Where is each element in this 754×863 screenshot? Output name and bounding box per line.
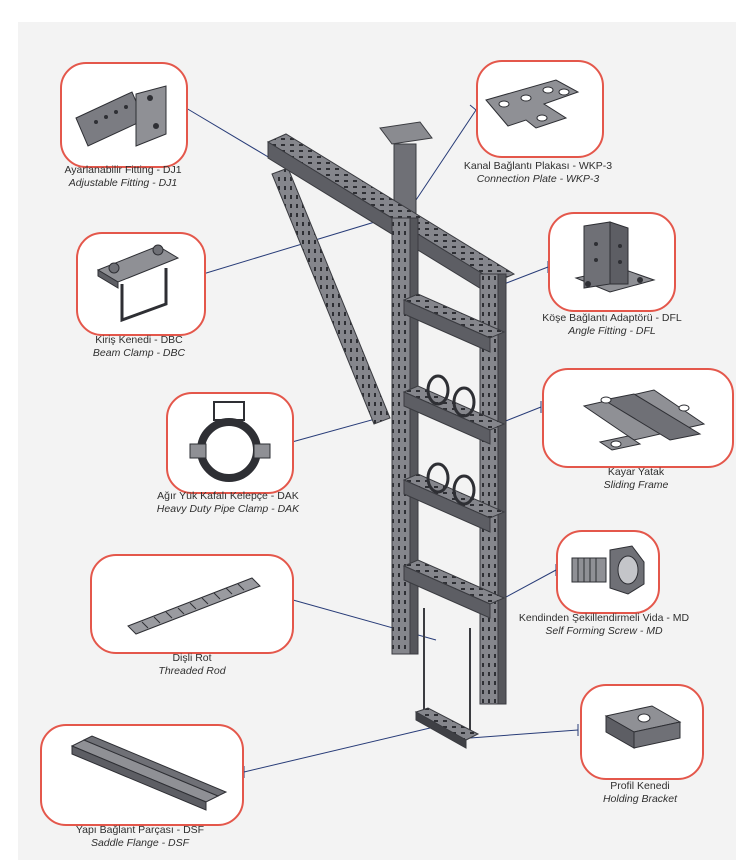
connection-plate-caption: Kanal Bağlantı Plakası - WKP-3 Connectio… (450, 160, 626, 186)
connection-plate-icon (485, 79, 580, 129)
sliding-frame-bubble (542, 368, 734, 468)
beam-clamp-caption: Kiriş Kenedi - DBC Beam Clamp - DBC (64, 334, 214, 360)
threaded-rod-label-en: Threaded Rod (158, 665, 226, 677)
pipe-clamp-label-en: Heavy Duty Pipe Clamp - DAK (156, 503, 300, 515)
holding-bracket-bubble (580, 684, 704, 780)
pipe-clamp-bubble (166, 392, 294, 494)
pipe-clamp-caption: Ağır Yük Kafalı Kelepçe - DAK Heavy Duty… (134, 490, 322, 516)
sliding-frame-label-tr: Kayar Yatak (607, 466, 665, 478)
angle-fitting-label-tr: Köşe Bağlantı Adaptörü - DFL (542, 312, 682, 324)
adjustable-fitting-label-en: Adjustable Fitting - DJ1 (68, 177, 178, 189)
threaded-rod-caption: Dişli Rot Threaded Rod (130, 652, 254, 678)
adjustable-fitting-bubble (60, 62, 188, 168)
sliding-frame-label-en: Sliding Frame (603, 479, 669, 491)
holding-bracket-caption: Profil Kenedi Holding Bracket (578, 780, 702, 806)
saddle-flange-icon (70, 735, 228, 811)
sliding-frame-caption: Kayar Yatak Sliding Frame (574, 466, 698, 492)
connection-plate-label-tr: Kanal Bağlantı Plakası - WKP-3 (463, 160, 613, 172)
holding-bracket-label-tr: Profil Kenedi (610, 780, 670, 792)
beam-clamp-label-en: Beam Clamp - DBC (92, 347, 186, 359)
screw-label-tr: Kendinden Şekillendirmeli Vida - MD (518, 612, 690, 624)
adjustable-fitting-icon (75, 85, 167, 147)
saddle-flange-bubble (40, 724, 244, 826)
beam-clamp-bubble (76, 232, 206, 336)
pipe-clamp-label-tr: Ağır Yük Kafalı Kelepçe - DAK (157, 490, 299, 502)
beam-clamp-icon (96, 244, 180, 323)
beam-clamp-label-tr: Kiriş Kenedi - DBC (95, 334, 183, 346)
diagram-canvas: Ayarlanabilir Fitting - DJ1 Adjustable F… (18, 22, 736, 860)
screw-bubble (556, 530, 660, 614)
angle-fitting-icon (574, 221, 656, 293)
adjustable-fitting-caption: Ayarlanabilir Fitting - DJ1 Adjustable F… (48, 164, 198, 190)
holding-bracket-icon (604, 705, 682, 749)
connection-plate-label-en: Connection Plate - WKP-3 (476, 173, 600, 185)
angle-fitting-label-en: Angle Fitting - DFL (568, 325, 656, 337)
support-assembly-illustration (185, 102, 579, 778)
threaded-rod-icon (127, 577, 261, 635)
angle-fitting-caption: Köşe Bağlantı Adaptörü - DFL Angle Fitti… (524, 312, 700, 338)
connection-plate-bubble (476, 60, 604, 158)
saddle-flange-label-tr: Yapı Bağlant Parçası - DSF (75, 824, 205, 836)
screw-caption: Kendinden Şekillendirmeli Vida - MD Self… (502, 612, 706, 638)
screw-icon (571, 545, 645, 595)
adjustable-fitting-label-tr: Ayarlanabilir Fitting - DJ1 (64, 164, 182, 176)
threaded-rod-label-tr: Dişli Rot (172, 652, 212, 664)
threaded-rod-bubble (90, 554, 294, 654)
angle-fitting-bubble (548, 212, 676, 312)
pipe-clamp-icon (189, 401, 271, 482)
screw-label-en: Self Forming Screw - MD (545, 625, 663, 637)
saddle-flange-caption: Yapı Bağlant Parçası - DSF Saddle Flange… (60, 824, 220, 850)
saddle-flange-label-en: Saddle Flange - DSF (90, 837, 190, 849)
holding-bracket-label-en: Holding Bracket (602, 793, 678, 805)
sliding-frame-icon (582, 389, 706, 451)
